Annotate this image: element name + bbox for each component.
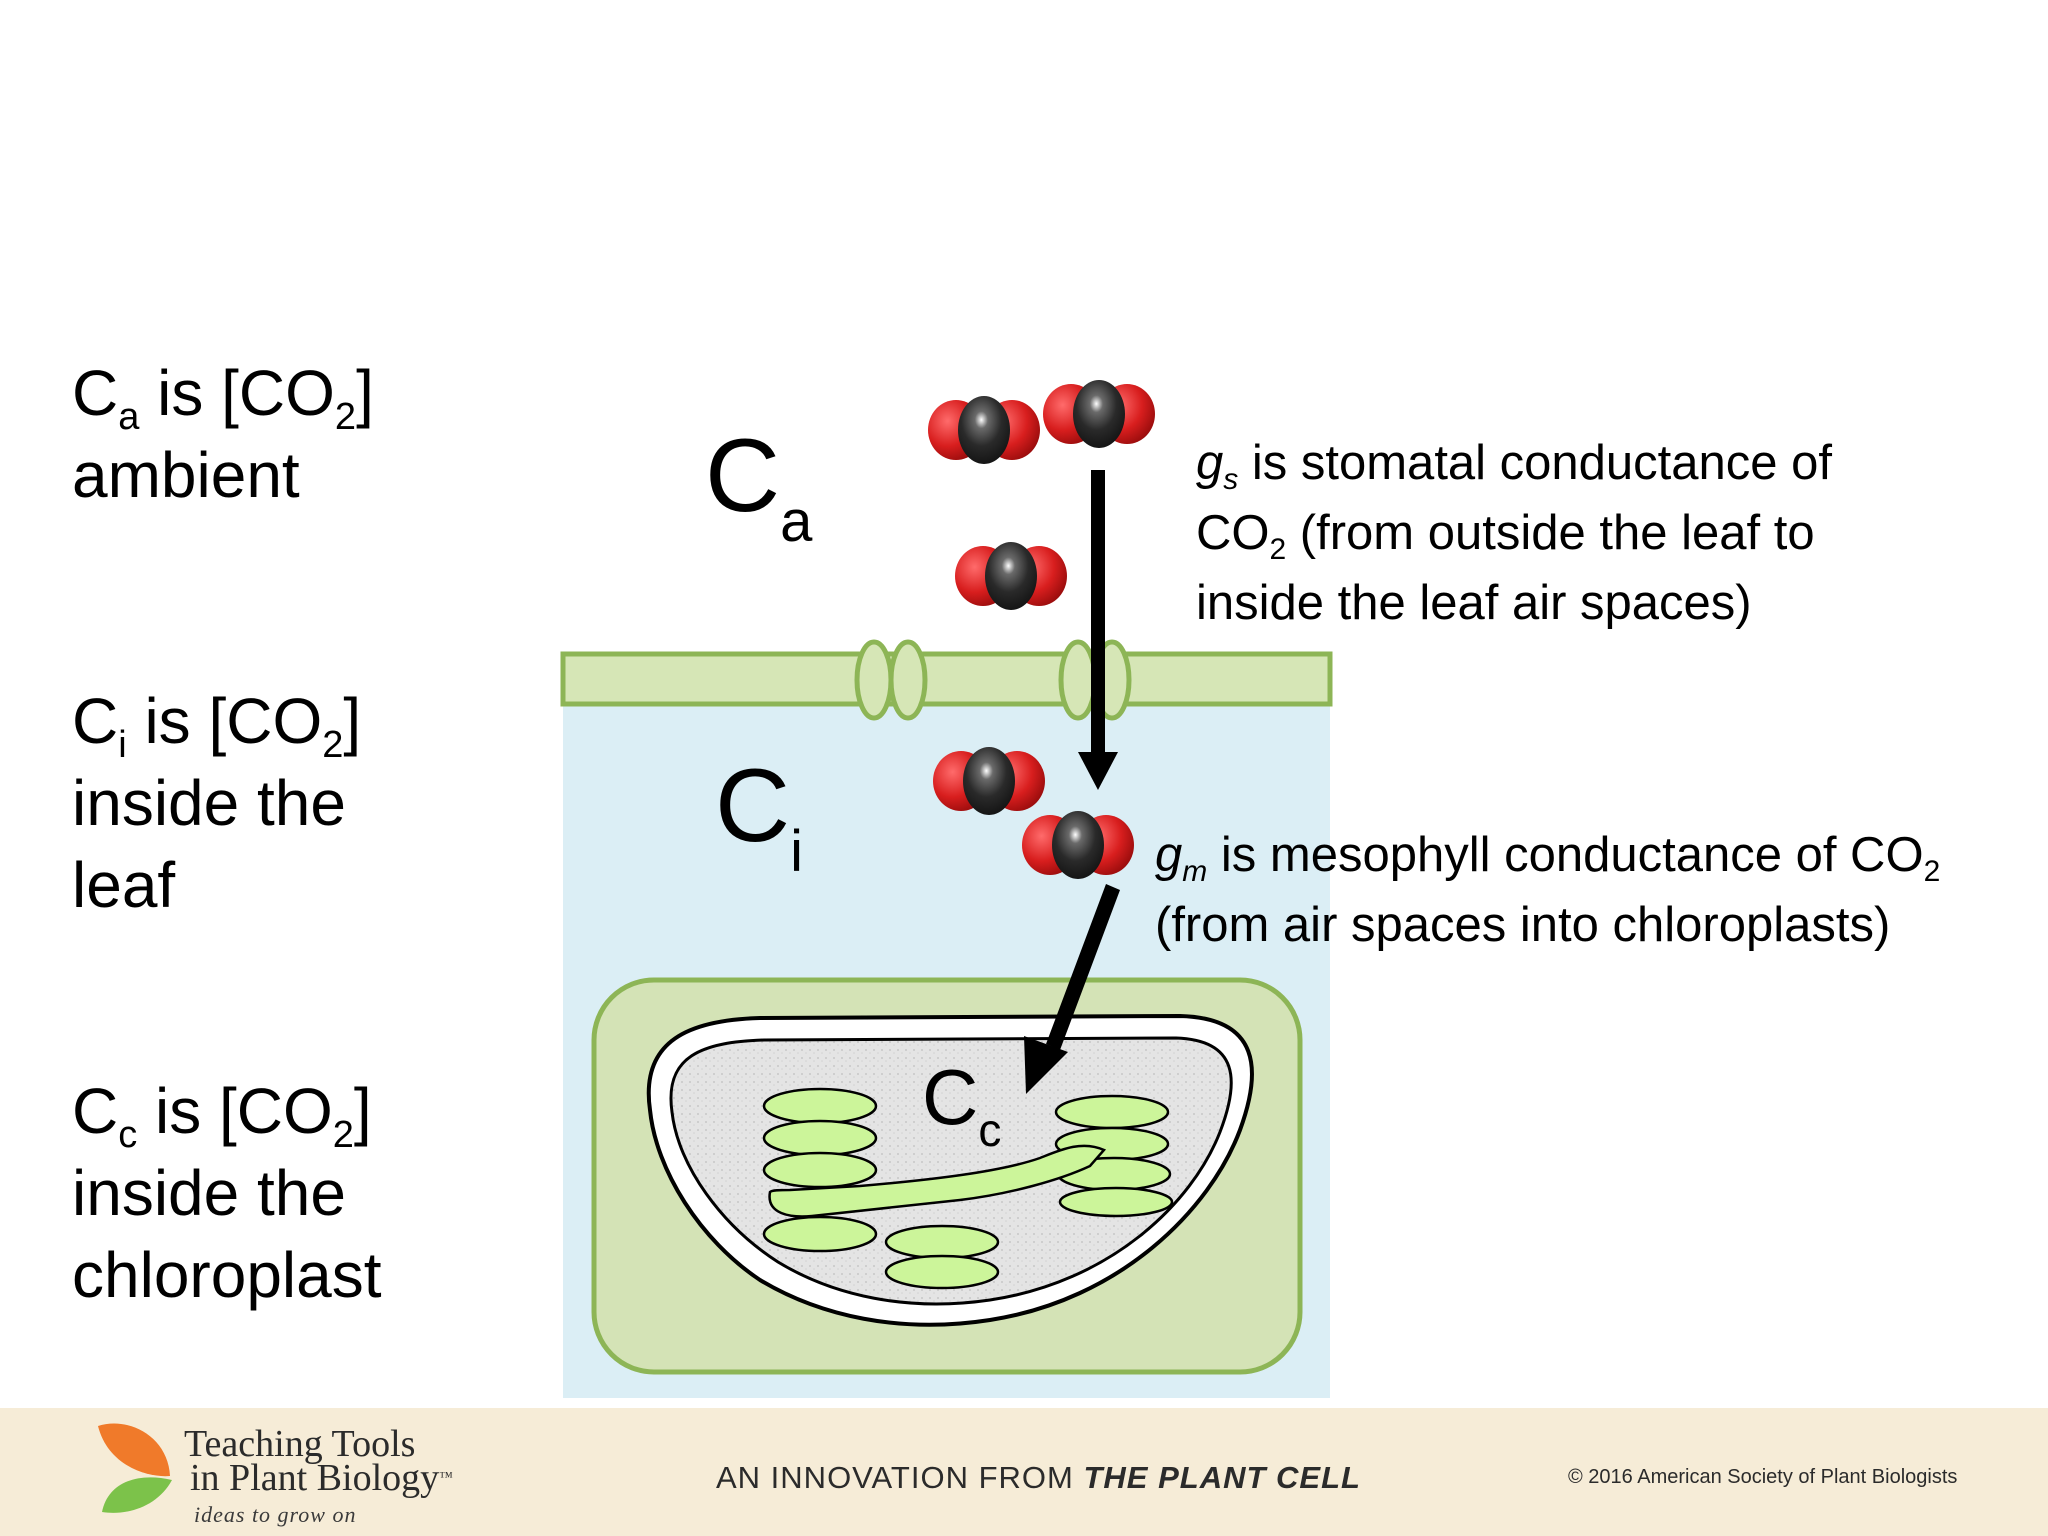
co2-molecule xyxy=(933,747,1045,815)
footer-bar: Teaching Tools in Plant Biology™ ideas t… xyxy=(0,1408,2048,1536)
cc-label: Cc is [CO2] inside the chloroplast xyxy=(72,1075,382,1311)
copyright: © 2016 American Society of Plant Biologi… xyxy=(1568,1466,1958,1488)
ca-symbol: Ca xyxy=(705,418,813,554)
logo-tagline: ideas to grow on xyxy=(194,1502,357,1527)
epidermis xyxy=(560,651,1333,707)
gs-arrow xyxy=(1078,470,1118,790)
gs-annotation: gs is stomatal conductance of CO2 (from … xyxy=(1196,436,1833,630)
gm-annotation: gm is mesophyll conductance of CO2 (from… xyxy=(1155,828,1941,952)
cc-symbol: Cc xyxy=(922,1053,1002,1156)
leaf-logo-icon xyxy=(98,1423,172,1513)
thylakoids xyxy=(762,1087,1174,1290)
co2-molecule xyxy=(955,542,1067,610)
ca-label: Ca is [CO2] ambient xyxy=(72,357,374,511)
leaf-diagram xyxy=(560,380,1333,1398)
stoma-left xyxy=(854,639,928,721)
logo-line-1: Teaching Tools xyxy=(184,1423,416,1465)
ci-label: Ci is [CO2] inside the leaf xyxy=(72,685,362,921)
co2-molecule xyxy=(928,396,1040,464)
logo-line-2: in Plant Biology™ xyxy=(190,1457,453,1499)
co2-molecule xyxy=(1043,380,1155,448)
innovation-text: AN INNOVATION FROM THE PLANT CELL xyxy=(716,1460,1361,1495)
co2-molecule xyxy=(1022,811,1134,879)
gm-arrow xyxy=(1024,884,1120,1094)
ci-symbol: Ci xyxy=(715,748,803,884)
